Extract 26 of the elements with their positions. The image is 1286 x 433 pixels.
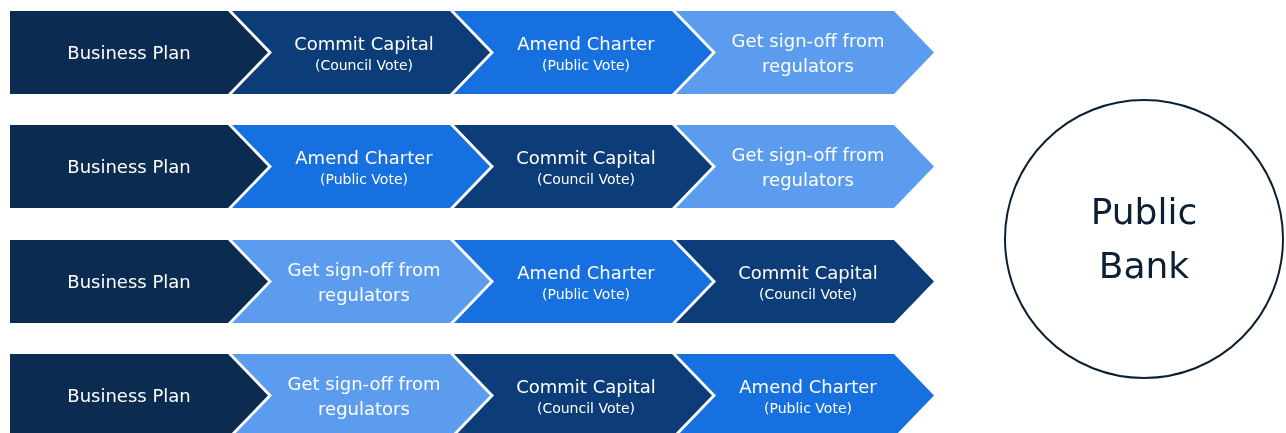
- step-subtitle: (Public Vote): [320, 169, 408, 189]
- step-subtitle: (Council Vote): [536, 169, 636, 189]
- step-subtitle: (Council Vote): [536, 398, 636, 418]
- step-title: Get sign-off from regulators: [286, 257, 442, 307]
- step-subtitle: (Council Vote): [314, 55, 414, 75]
- step-title: Amend Charter: [517, 260, 655, 285]
- step-title: Business Plan: [67, 155, 191, 179]
- step-title: Business Plan: [67, 270, 191, 294]
- step-subtitle: (Public Vote): [542, 284, 630, 304]
- step-title: Commit Capital: [738, 260, 878, 285]
- step-title: Amend Charter: [739, 374, 877, 399]
- step-title: Get sign-off from regulators: [730, 142, 886, 192]
- step-title: Business Plan: [67, 41, 191, 65]
- circle-label: Public Bank: [1089, 190, 1199, 288]
- step-subtitle: (Council Vote): [758, 284, 858, 304]
- step-title: Commit Capital: [516, 145, 656, 170]
- step-title: Amend Charter: [517, 31, 655, 56]
- step-title: Get sign-off from regulators: [730, 28, 886, 78]
- step-subtitle: (Public Vote): [542, 55, 630, 75]
- step-title: Get sign-off from regulators: [286, 371, 442, 421]
- goal-circle: [1004, 99, 1284, 379]
- step-title: Business Plan: [67, 384, 191, 408]
- step-title: Amend Charter: [295, 145, 433, 170]
- step-subtitle: (Public Vote): [764, 398, 852, 418]
- step-title: Commit Capital: [516, 374, 656, 399]
- step-title: Commit Capital: [294, 31, 434, 56]
